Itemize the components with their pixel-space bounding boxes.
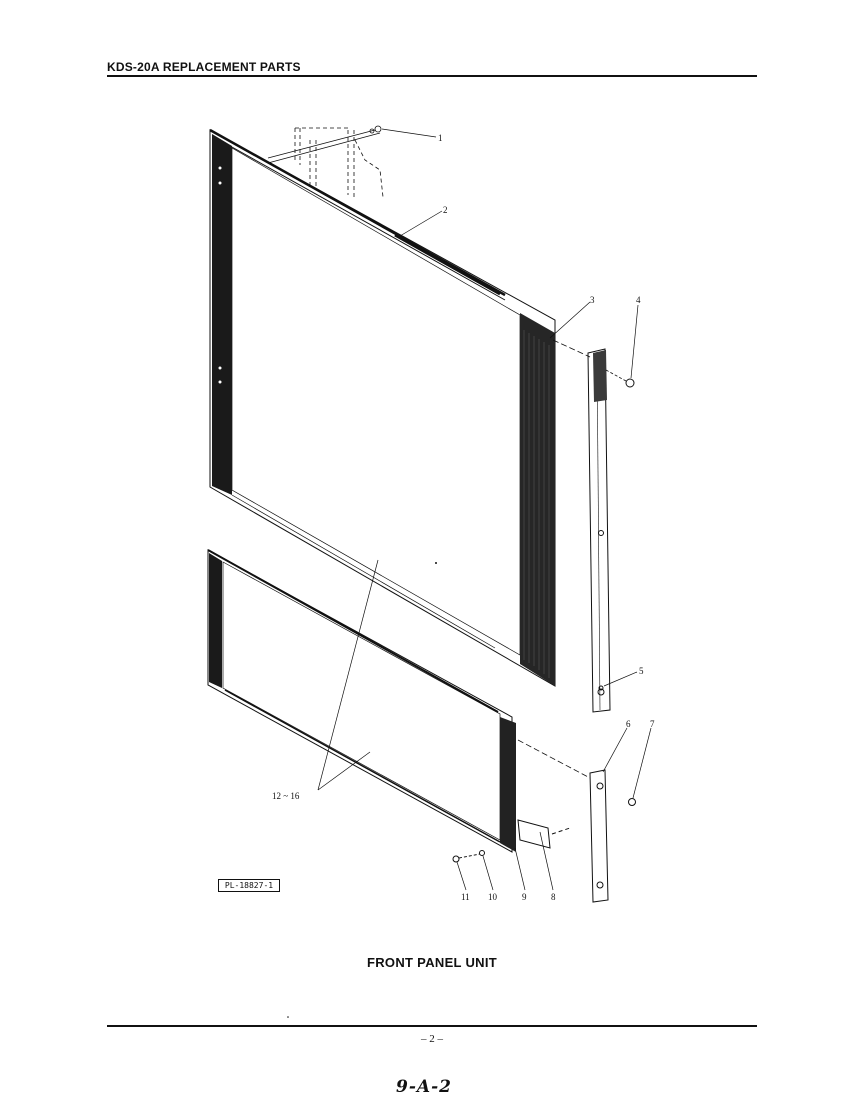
callout-1: 1 <box>438 133 443 143</box>
callout-8: 8 <box>551 892 556 902</box>
upper-panel-left-strip <box>212 134 232 495</box>
rail-screw-4 <box>625 378 635 388</box>
callout-6: 6 <box>626 719 631 729</box>
lower-side-rail <box>589 769 609 903</box>
header-title: KDS-20A REPLACEMENT PARTS <box>107 60 301 74</box>
callout-2: 2 <box>443 205 448 215</box>
callout-3: 3 <box>590 295 595 305</box>
figure-reference-code: PL-18827-1 <box>218 879 280 892</box>
upper-panel-louvre-texture <box>523 330 550 678</box>
callout-7: 7 <box>650 719 655 729</box>
scan-speck <box>435 562 437 564</box>
small-hardware <box>452 850 485 863</box>
callout-12-16: 12 ~ 16 <box>272 791 300 801</box>
scan-speck <box>287 1016 289 1018</box>
rail-screw-7 <box>628 798 636 806</box>
rail-dashed-connector <box>552 339 591 358</box>
top-bracket-dashed-lines <box>294 127 384 200</box>
handwritten-note: 9-A-2 <box>396 1077 452 1097</box>
lower-front-panel <box>207 549 513 853</box>
lower-bracket-8 <box>517 819 571 849</box>
footer-rule <box>107 1025 757 1027</box>
upper-panel-right-strip <box>520 313 555 686</box>
lower-panel-left-strip <box>209 553 222 688</box>
upper-side-rail <box>587 348 611 713</box>
upper-side-rail-bracket <box>593 350 607 402</box>
page-number: – 2 – <box>421 1033 443 1045</box>
upper-panel-strip-marks <box>218 166 222 384</box>
callout-4: 4 <box>636 295 641 305</box>
callout-10: 10 <box>488 892 498 902</box>
lower-panel-right-strip <box>500 717 516 852</box>
leader-lines <box>317 128 652 891</box>
callout-5: 5 <box>639 666 644 676</box>
callout-9: 9 <box>522 892 527 902</box>
figure-caption: FRONT PANEL UNIT <box>367 955 497 970</box>
header-rule <box>107 75 757 77</box>
upper-front-panel <box>209 128 556 687</box>
lower-rail-dashed-connector <box>517 739 591 779</box>
callout-11: 11 <box>461 892 470 902</box>
top-screws <box>267 125 382 164</box>
